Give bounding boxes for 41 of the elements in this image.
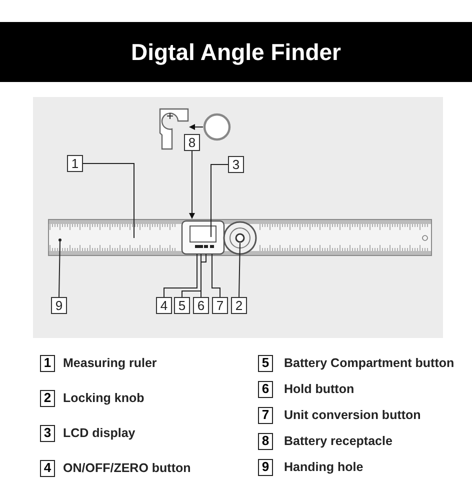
part-name: ON/OFF/ZERO button: [63, 461, 191, 475]
leader-line: [189, 150, 195, 219]
part-name: Battery receptacle: [284, 434, 392, 448]
callout-number: 6: [193, 297, 209, 314]
callout-number: 7: [212, 297, 228, 314]
callout-number: 1: [67, 155, 83, 172]
callout-number: 2: [231, 297, 247, 314]
callout-number: 5: [174, 297, 190, 314]
part-name: Locking knob: [63, 391, 144, 405]
part-name: Handing hole: [284, 460, 364, 474]
part-number: 7: [258, 407, 273, 424]
part-name: Measuring ruler: [63, 356, 157, 370]
callout-number: 9: [51, 297, 67, 314]
angle-finder-ruler-drawing: [48, 219, 432, 256]
title-banner: Digtal Angle Finder: [0, 22, 472, 82]
part-name: Battery Compartment button: [284, 356, 454, 370]
leader-line: [212, 254, 220, 298]
arrow: [189, 124, 204, 130]
part-number: 3: [40, 425, 55, 442]
part-number: 8: [258, 433, 273, 450]
part-number: 4: [40, 460, 55, 477]
part-number: 5: [258, 355, 273, 372]
leader-line: [164, 254, 198, 298]
coin-battery-drawing: [203, 113, 231, 141]
leader-line: [210, 164, 228, 238]
part-number: 6: [258, 381, 273, 398]
part-name: Hold button: [284, 382, 354, 396]
part-number: 2: [40, 390, 55, 407]
part-number: 9: [258, 459, 273, 476]
callout-number: 3: [228, 156, 244, 173]
leader-line: [82, 163, 134, 238]
leader-line: [58, 240, 60, 298]
part-name: LCD display: [63, 426, 136, 440]
part-name: Unit conversion button: [284, 408, 421, 422]
part-number: 1: [40, 355, 55, 372]
leader-line: [238, 242, 240, 298]
callout-number: 8: [184, 134, 200, 151]
leader-line: [200, 254, 206, 298]
callout-number: 4: [156, 297, 172, 314]
leader-line: [182, 254, 202, 298]
battery-holder-drawing: [158, 107, 190, 151]
